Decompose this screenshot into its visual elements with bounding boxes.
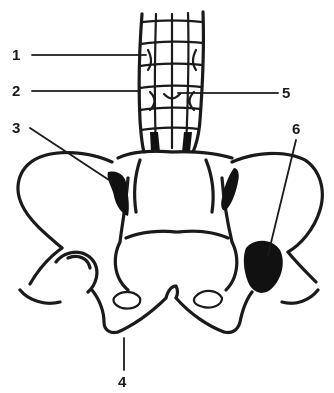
- leader-6: [268, 140, 296, 255]
- spine-segment: [139, 12, 203, 152]
- sacrum: [118, 151, 232, 242]
- right-ilium: [221, 153, 322, 303]
- callout-label-4: 4: [118, 374, 127, 391]
- callout-label-3: 3: [12, 120, 20, 137]
- pelvic-ring: [92, 231, 252, 332]
- callout-label-1: 1: [12, 47, 20, 64]
- leader-lines: [30, 55, 296, 370]
- callout-label-2: 2: [12, 83, 20, 100]
- callout-label-5: 5: [282, 85, 290, 102]
- callout-label-6: 6: [292, 121, 300, 138]
- left-ilium: [18, 153, 129, 304]
